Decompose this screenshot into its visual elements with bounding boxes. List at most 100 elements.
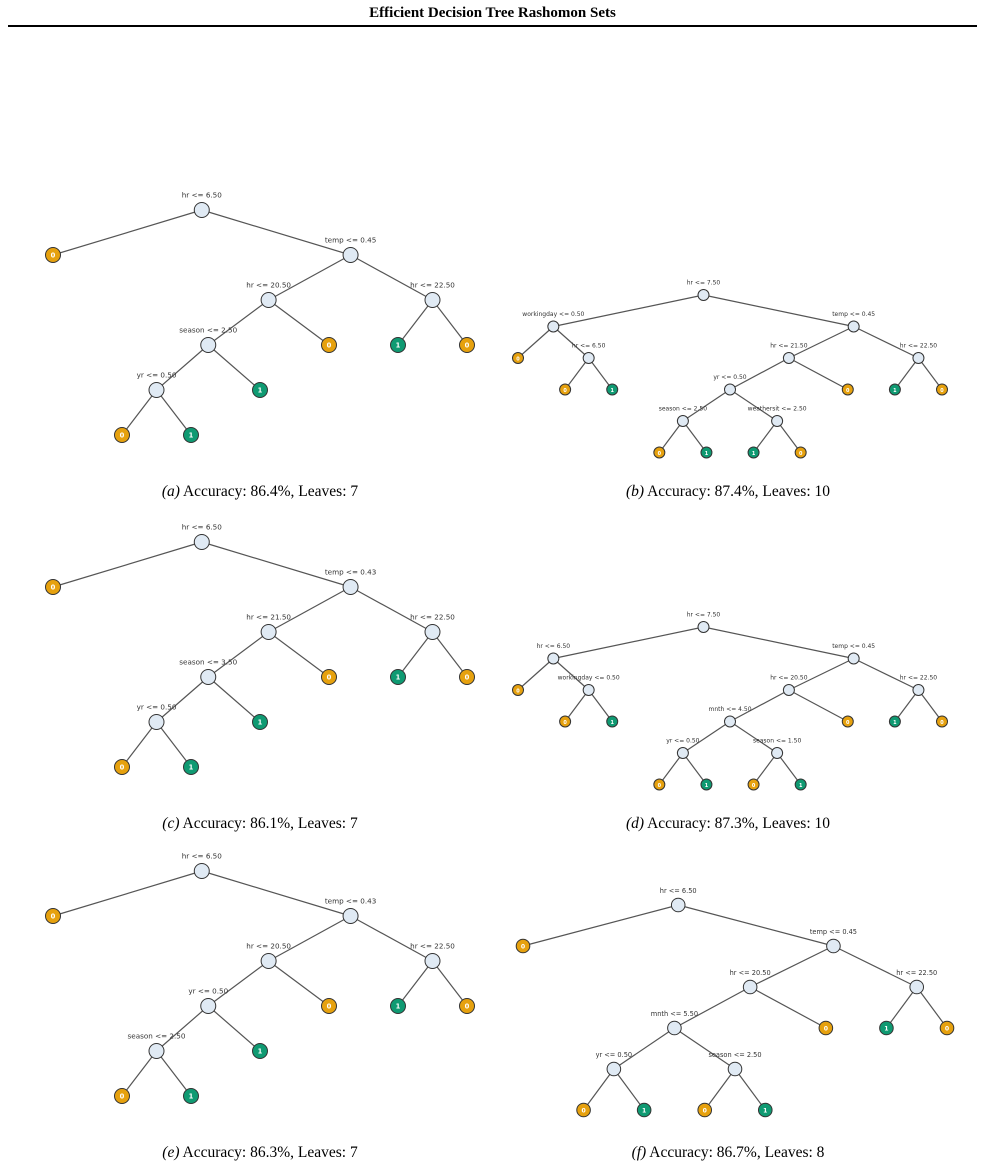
split-label: temp <= 0.45	[832, 643, 875, 650]
split-label: hr <= 22.50	[896, 969, 937, 977]
leaf-label: 1	[884, 1025, 888, 1032]
tree-edge	[703, 626, 854, 660]
tree-edge	[729, 689, 790, 723]
split-label: season <= 2.50	[179, 326, 237, 335]
leaf-node-0	[794, 446, 807, 459]
caption-d: (d) Accuracy: 87.3%, Leaves: 10	[626, 815, 830, 833]
caption-tag: (b)	[625, 483, 645, 500]
split-label: temp <= 0.45	[810, 928, 857, 936]
split-node	[260, 292, 277, 308]
leaf-node-1	[606, 715, 619, 728]
split-label: hr <= 20.50	[246, 942, 291, 951]
leaf-node-0	[939, 1020, 955, 1036]
split-label: season <= 2.50	[708, 1051, 761, 1059]
leaf-node-0	[653, 778, 666, 791]
split-node	[697, 621, 710, 633]
caption-a: (a) Accuracy: 86.4%, Leaves: 7	[162, 483, 358, 501]
tree-edge	[156, 344, 209, 391]
split-label: yr <= 0.50	[137, 703, 177, 712]
leaf-node-0	[576, 1102, 591, 1118]
tree-edge	[588, 357, 613, 390]
tree-edge	[613, 1027, 675, 1070]
leaf-node-1	[183, 759, 199, 775]
split-label: temp <= 0.45	[832, 311, 875, 318]
split-node	[193, 202, 210, 218]
split-node	[826, 938, 841, 954]
leaf-node-0	[818, 1020, 834, 1036]
split-node	[260, 624, 277, 640]
split-node	[697, 289, 710, 301]
tree-edge	[268, 586, 351, 633]
tree-edge	[432, 299, 468, 346]
tree-edge	[52, 541, 202, 588]
tree-edge	[853, 657, 919, 691]
tree-edge	[52, 209, 202, 256]
split-node	[260, 953, 277, 969]
tree-edge	[674, 986, 751, 1029]
tree-edge	[916, 986, 948, 1029]
split-label: temp <= 0.43	[325, 897, 376, 906]
split-node	[200, 998, 217, 1014]
tree-edge	[207, 631, 269, 678]
leaf-label: 0	[51, 912, 56, 920]
leaf-node-0	[321, 337, 337, 353]
caption-c: (c) Accuracy: 86.1%, Leaves: 7	[162, 815, 357, 833]
split-label: weathersit <= 2.50	[748, 406, 807, 413]
leaf-label: 0	[703, 1107, 707, 1114]
leaf-node-1	[794, 778, 807, 791]
split-node	[148, 714, 165, 730]
tree-edges	[517, 626, 943, 785]
leaf-label: 1	[396, 1002, 401, 1010]
leaf-label: 0	[846, 388, 850, 394]
tree-edge	[121, 389, 157, 436]
tree-edge	[268, 631, 330, 678]
leaf-label: 1	[396, 341, 401, 349]
tree-edge	[207, 1005, 261, 1052]
tree-edge	[553, 626, 704, 660]
tree-edge	[729, 389, 778, 422]
split-label: hr <= 21.50	[770, 343, 807, 350]
caption-text: Accuracy: 87.3%, Leaves: 10	[647, 815, 831, 832]
tree-edge	[156, 721, 192, 768]
split-label: yr <= 0.50	[713, 374, 746, 381]
split-node	[771, 415, 784, 427]
tree-edges	[517, 294, 943, 453]
leaf-label: 0	[940, 388, 944, 394]
split-node	[342, 579, 359, 595]
leaf-node-1	[183, 427, 199, 443]
leaf-label: 1	[611, 388, 615, 394]
tree-edge	[432, 960, 468, 1007]
split-node	[782, 684, 795, 696]
split-node	[847, 652, 860, 665]
leaf-label: 1	[258, 718, 263, 726]
split-label: yr <= 0.50	[188, 987, 228, 996]
split-label: hr <= 6.50	[572, 343, 606, 350]
split-label: hr <= 22.50	[410, 942, 455, 951]
tree-edge	[121, 721, 157, 768]
split-label: yr <= 0.50	[137, 371, 177, 380]
leaf-label: 1	[258, 1047, 263, 1055]
tree-edge	[749, 986, 827, 1029]
leaf-label: 1	[705, 783, 709, 789]
tree-edge	[776, 752, 802, 785]
tree-edge	[776, 420, 802, 453]
tree-edge	[682, 420, 707, 453]
tree-edge	[729, 721, 778, 754]
split-node	[912, 684, 925, 696]
tree-edge	[207, 960, 269, 1007]
split-label: hr <= 20.50	[246, 281, 291, 290]
leaf-label: 1	[189, 431, 194, 439]
leaf-label: 0	[120, 1092, 125, 1100]
tree-edge	[207, 344, 261, 391]
split-node	[724, 715, 736, 728]
tree-edge	[613, 1068, 645, 1111]
caption-text: Accuracy: 86.3%, Leaves: 7	[182, 1144, 358, 1161]
leaf-label: 0	[51, 251, 56, 259]
leaf-label: 0	[563, 720, 567, 726]
